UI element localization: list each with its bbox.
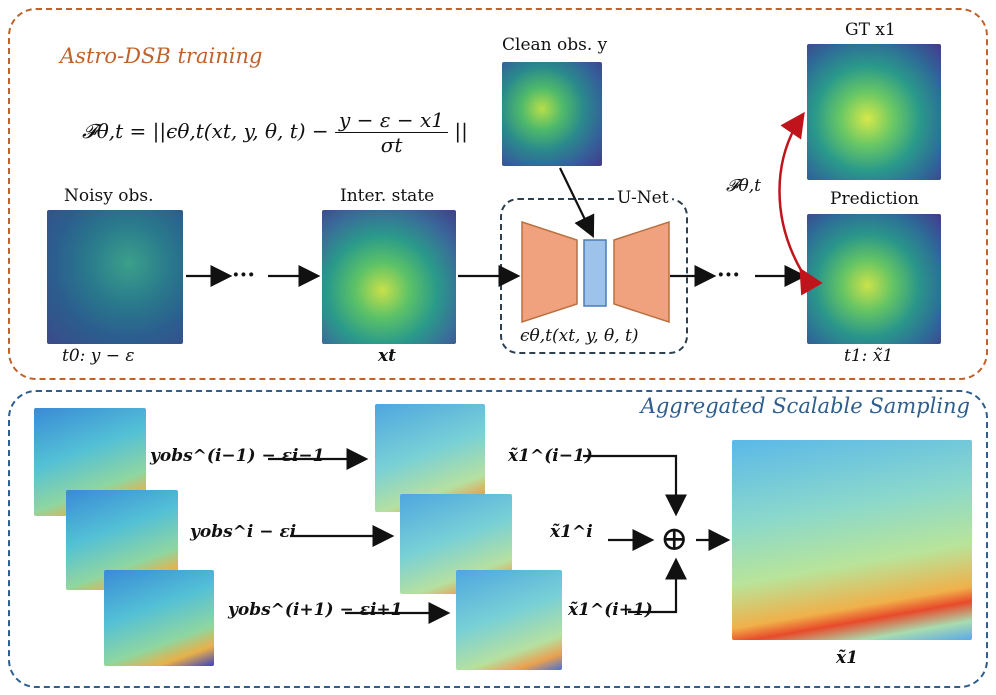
- obs-tile-3: [104, 570, 214, 666]
- aggregated-image: [732, 440, 972, 640]
- input-label-2: yobs^i − εi: [190, 522, 297, 542]
- noisy-obs-sub: t0: y − ε: [62, 346, 135, 366]
- pred-tile-3: [456, 570, 562, 670]
- unet-label: U-Net: [614, 188, 672, 208]
- dots-left: ···: [232, 262, 255, 288]
- sampling-panel: [8, 390, 988, 688]
- gt-image: [807, 44, 941, 180]
- formula-fraction: y − ε − x1 σt: [335, 108, 449, 157]
- arrow-out1: [583, 454, 687, 517]
- inter-state-sub: xt: [378, 346, 396, 366]
- inter-state-image: [322, 210, 456, 344]
- formula-rhs: ||: [454, 119, 468, 143]
- noisy-obs-label: Noisy obs.: [64, 186, 154, 206]
- prediction-sub: t1: x̃1: [844, 346, 894, 366]
- unet-sub: ϵθ,t(xt, y, θ, t): [520, 326, 639, 346]
- formula-numerator: y − ε − x1: [335, 108, 449, 133]
- output-label-2: x̃1^i: [550, 522, 593, 542]
- formula-lhs: 𝓕θ,t = ||ϵθ,t(xt, y, θ, t) −: [82, 119, 329, 143]
- loss-label: 𝓕θ,t: [726, 176, 762, 196]
- unet-bottleneck: [583, 239, 607, 307]
- input-label-3: yobs^(i+1) − εi+1: [228, 600, 403, 620]
- noisy-obs-image: [47, 210, 183, 344]
- arrow-clean-unet: [559, 167, 595, 238]
- prediction-label: Prediction: [830, 189, 919, 209]
- clean-obs-image: [502, 62, 602, 166]
- training-title: Astro-DSB training: [60, 44, 263, 68]
- aggregated-label: x̃1: [836, 648, 858, 668]
- gt-label: GT x1: [845, 20, 896, 40]
- output-label-3: x̃1^(i+1): [568, 600, 653, 620]
- sampling-title: Aggregated Scalable Sampling: [640, 394, 970, 418]
- loss-arrow: [778, 111, 823, 296]
- loss-formula: 𝓕θ,t = ||ϵθ,t(xt, y, θ, t) − y − ε − x1 …: [82, 108, 468, 157]
- inter-state-label: Inter. state: [340, 186, 435, 206]
- prediction-image: [807, 214, 941, 344]
- dots-right: ···: [717, 262, 740, 288]
- unet-encoder: [521, 220, 578, 324]
- output-label-1: x̃1^(i−1): [508, 446, 593, 466]
- aggregate-operator: ⊕: [660, 519, 689, 559]
- arrow-out3: [628, 557, 687, 614]
- formula-denominator: σt: [380, 133, 403, 157]
- training-panel: [8, 8, 988, 380]
- unet-decoder: [613, 220, 670, 324]
- clean-obs-label: Clean obs. y: [502, 35, 608, 55]
- input-label-1: yobs^(i−1) − εi−1: [150, 446, 325, 466]
